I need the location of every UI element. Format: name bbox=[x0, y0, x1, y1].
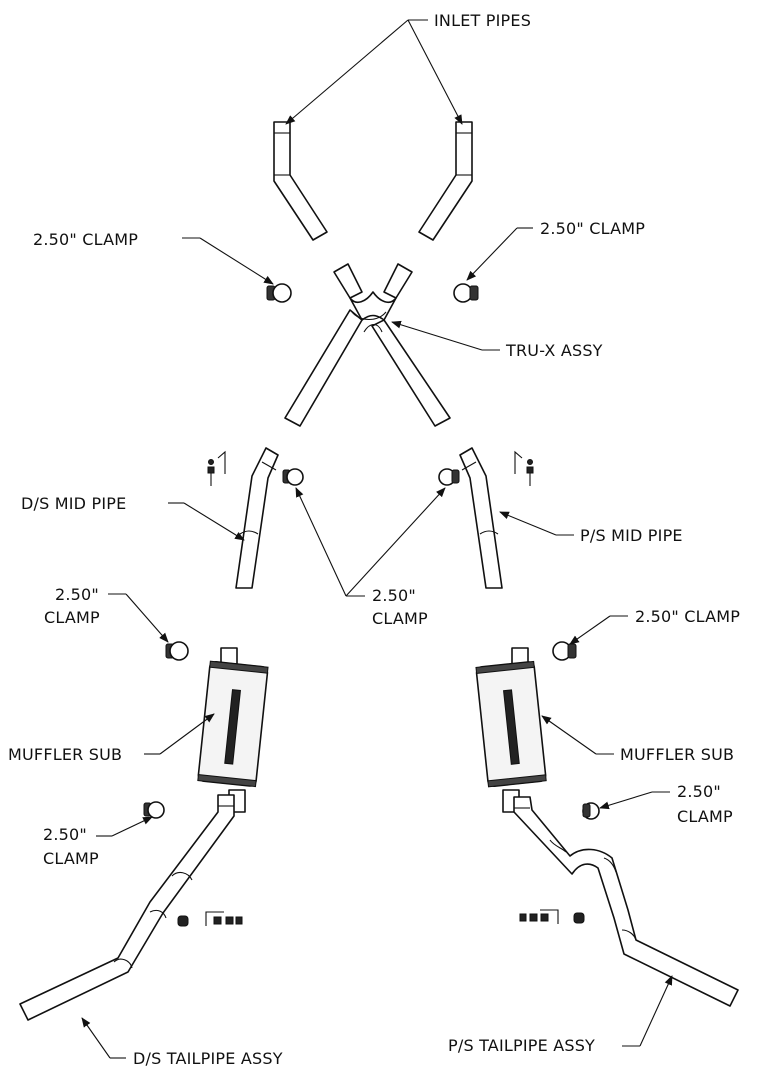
clamp-label-lower-left-1: 2.50" bbox=[43, 825, 87, 844]
ps-tailpipe-callout: P/S TAILPIPE ASSY bbox=[448, 975, 673, 1055]
clamp-label-middle-left-1: 2.50" bbox=[55, 585, 99, 604]
tailpipe-driver-side bbox=[19, 794, 235, 1021]
clamp-callout-upper-right: 2.50" CLAMP bbox=[466, 219, 645, 281]
muffler-callout-right: MUFFLER SUB bbox=[541, 715, 734, 764]
ds-mid-pipe-label: D/S MID PIPE bbox=[21, 494, 126, 513]
clamp-icon bbox=[282, 468, 304, 486]
clamp-label-lower-right-1: 2.50" bbox=[677, 782, 721, 801]
ds-tailpipe-label: D/S TAILPIPE ASSY bbox=[133, 1049, 283, 1068]
clamp-callout-upper-left: 2.50" CLAMP bbox=[33, 230, 274, 285]
clamp-icon bbox=[582, 802, 600, 820]
clamp-label-lower-right-2: CLAMP bbox=[677, 807, 733, 826]
clamp-icon bbox=[453, 283, 479, 303]
muffler-label-right: MUFFLER SUB bbox=[620, 745, 734, 764]
ps-mid-pipe-callout: P/S MID PIPE bbox=[499, 511, 683, 545]
clamp-callout-middle-left: 2.50" CLAMP bbox=[44, 585, 169, 643]
hanger-icon bbox=[519, 909, 585, 924]
clamp-callout-lower-right: 2.50" CLAMP bbox=[599, 782, 733, 826]
muffler-icon bbox=[475, 647, 547, 813]
mid-clamp-callout: 2.50" CLAMP bbox=[295, 487, 446, 628]
mid-clamp-label-line1: 2.50" bbox=[372, 586, 416, 605]
mid-pipe-passenger-side bbox=[459, 447, 503, 589]
inlet-pipes-label: INLET PIPES bbox=[434, 11, 531, 30]
clamp-label-upper-right: 2.50" CLAMP bbox=[540, 219, 645, 238]
tailpipe-passenger-side bbox=[513, 796, 739, 1007]
tru-x-assembly bbox=[284, 263, 451, 427]
mid-clamp-label-line2: CLAMP bbox=[372, 609, 428, 628]
inlet-pipe-left bbox=[273, 121, 328, 241]
inlet-pipes-callout: INLET PIPES bbox=[285, 11, 531, 125]
muffler-icon bbox=[197, 647, 269, 813]
hanger-icon bbox=[207, 450, 226, 486]
clamp-label-upper-left: 2.50" CLAMP bbox=[33, 230, 138, 249]
clamp-icon bbox=[438, 468, 460, 486]
ds-tailpipe-callout: D/S TAILPIPE ASSY bbox=[81, 1017, 283, 1068]
clamp-icon bbox=[143, 801, 165, 819]
inlet-pipe-right bbox=[418, 121, 473, 241]
clamp-icon bbox=[165, 641, 189, 661]
mid-pipe-driver-side bbox=[235, 447, 279, 589]
clamp-icon bbox=[266, 283, 292, 303]
ps-mid-pipe-label: P/S MID PIPE bbox=[580, 526, 683, 545]
tru-x-callout: TRU-X ASSY bbox=[391, 320, 603, 360]
ds-mid-pipe-callout: D/S MID PIPE bbox=[21, 494, 245, 541]
clamp-callout-middle-right: 2.50" CLAMP bbox=[569, 607, 740, 645]
ps-tailpipe-label: P/S TAILPIPE ASSY bbox=[448, 1036, 595, 1055]
tru-x-label: TRU-X ASSY bbox=[505, 341, 603, 360]
clamp-label-middle-right: 2.50" CLAMP bbox=[635, 607, 740, 626]
clamp-label-middle-left-2: CLAMP bbox=[44, 608, 100, 627]
hanger-icon bbox=[514, 450, 534, 486]
clamp-label-lower-left-2: CLAMP bbox=[43, 849, 99, 868]
clamp-icon bbox=[552, 641, 577, 661]
clamp-callout-lower-left: 2.50" CLAMP bbox=[43, 816, 153, 868]
hanger-icon bbox=[177, 911, 243, 927]
muffler-label-left: MUFFLER SUB bbox=[8, 745, 122, 764]
muffler-callout-left: MUFFLER SUB bbox=[8, 713, 215, 764]
